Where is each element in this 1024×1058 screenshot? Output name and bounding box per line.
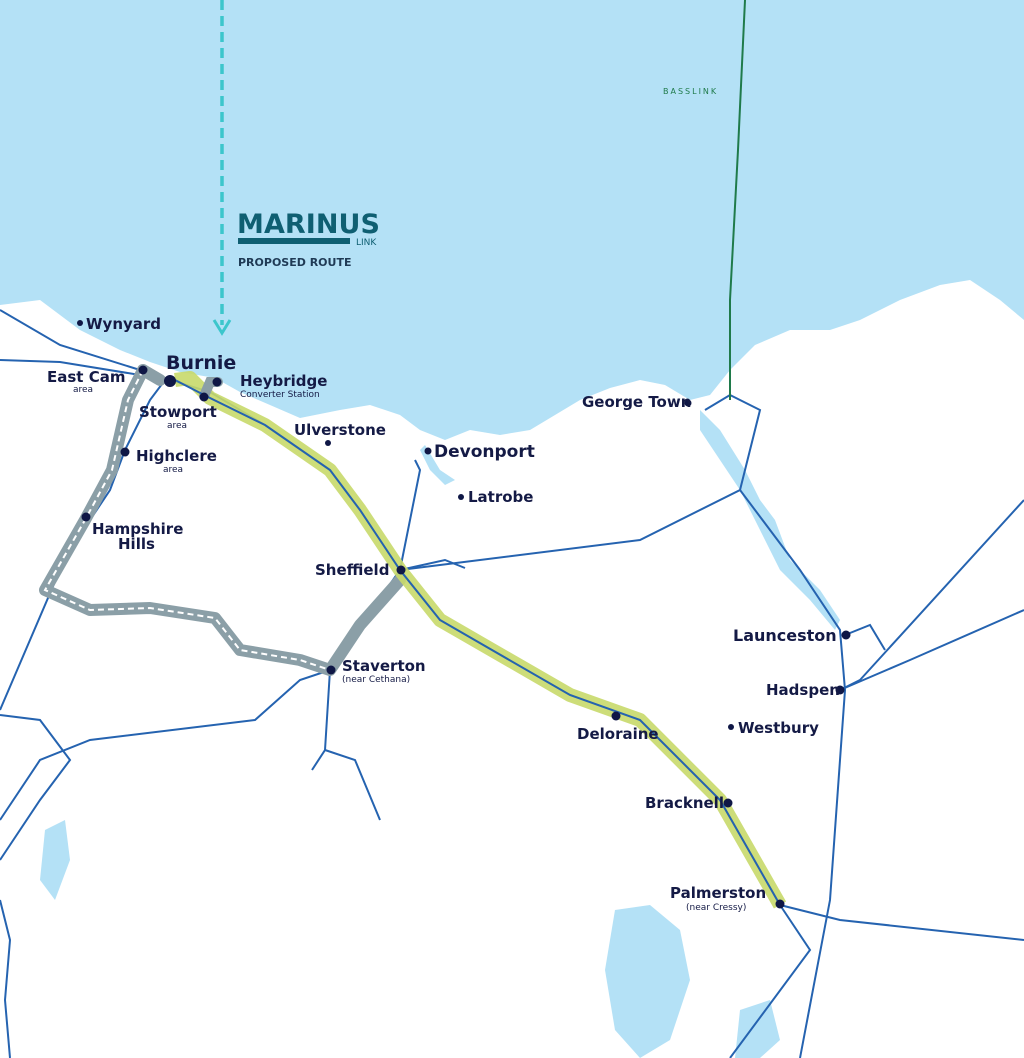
mersey-estuary	[420, 445, 455, 485]
label-burnie: Burnie	[166, 352, 236, 374]
location-dots	[77, 320, 851, 909]
label-ulverstone: Ulverstone	[294, 421, 386, 439]
label-wynyard: Wynyard	[86, 315, 161, 333]
label-devonport: Devonport	[434, 442, 535, 462]
label-launceston: Launceston	[733, 626, 837, 645]
label-heybridge: Heybridge	[240, 372, 327, 390]
label-staverton: Staverton	[342, 657, 426, 675]
label-latrobe: Latrobe	[468, 488, 533, 506]
label-east-cam-sub: area	[73, 385, 93, 395]
label-highclere-sub: area	[163, 465, 183, 475]
marinus-arrow-icon	[212, 319, 232, 336]
label-sheffield: Sheffield	[315, 561, 389, 579]
label-palmerston-sub: (near Cressy)	[686, 903, 746, 913]
label-hadspen: Hadspen	[766, 681, 840, 699]
label-palmerston: Palmerston	[670, 884, 766, 902]
great-lake	[605, 905, 690, 1058]
basslink-label: BASSLINK	[663, 87, 718, 96]
label-george-town: George Town	[582, 393, 691, 411]
label-westbury: Westbury	[738, 719, 819, 737]
marinus-link-logo: MARINUS LINK PROPOSED ROUTE	[237, 209, 380, 269]
label-east-cam: East Cam	[47, 368, 125, 386]
lake-west	[40, 820, 70, 900]
label-highclere: Highclere	[136, 447, 217, 465]
label-hampshire-hills-1: Hampshire	[92, 520, 183, 538]
logo-subtitle: LINK	[356, 238, 377, 248]
logo-caption: PROPOSED ROUTE	[238, 256, 351, 269]
tamar-river	[700, 410, 840, 630]
basslink-cable	[729, 0, 746, 400]
label-bracknell: Bracknell	[645, 794, 724, 812]
label-hampshire-hills-2: Hills	[118, 535, 155, 553]
label-staverton-sub: (near Cethana)	[342, 675, 410, 685]
label-stowport: Stowport	[139, 403, 217, 421]
label-deloraine: Deloraine	[577, 725, 659, 743]
label-stowport-sub: area	[167, 421, 187, 431]
lake-south	[735, 1000, 780, 1058]
logo-title: MARINUS	[237, 209, 380, 240]
label-heybridge-sub: Converter Station	[240, 390, 320, 400]
